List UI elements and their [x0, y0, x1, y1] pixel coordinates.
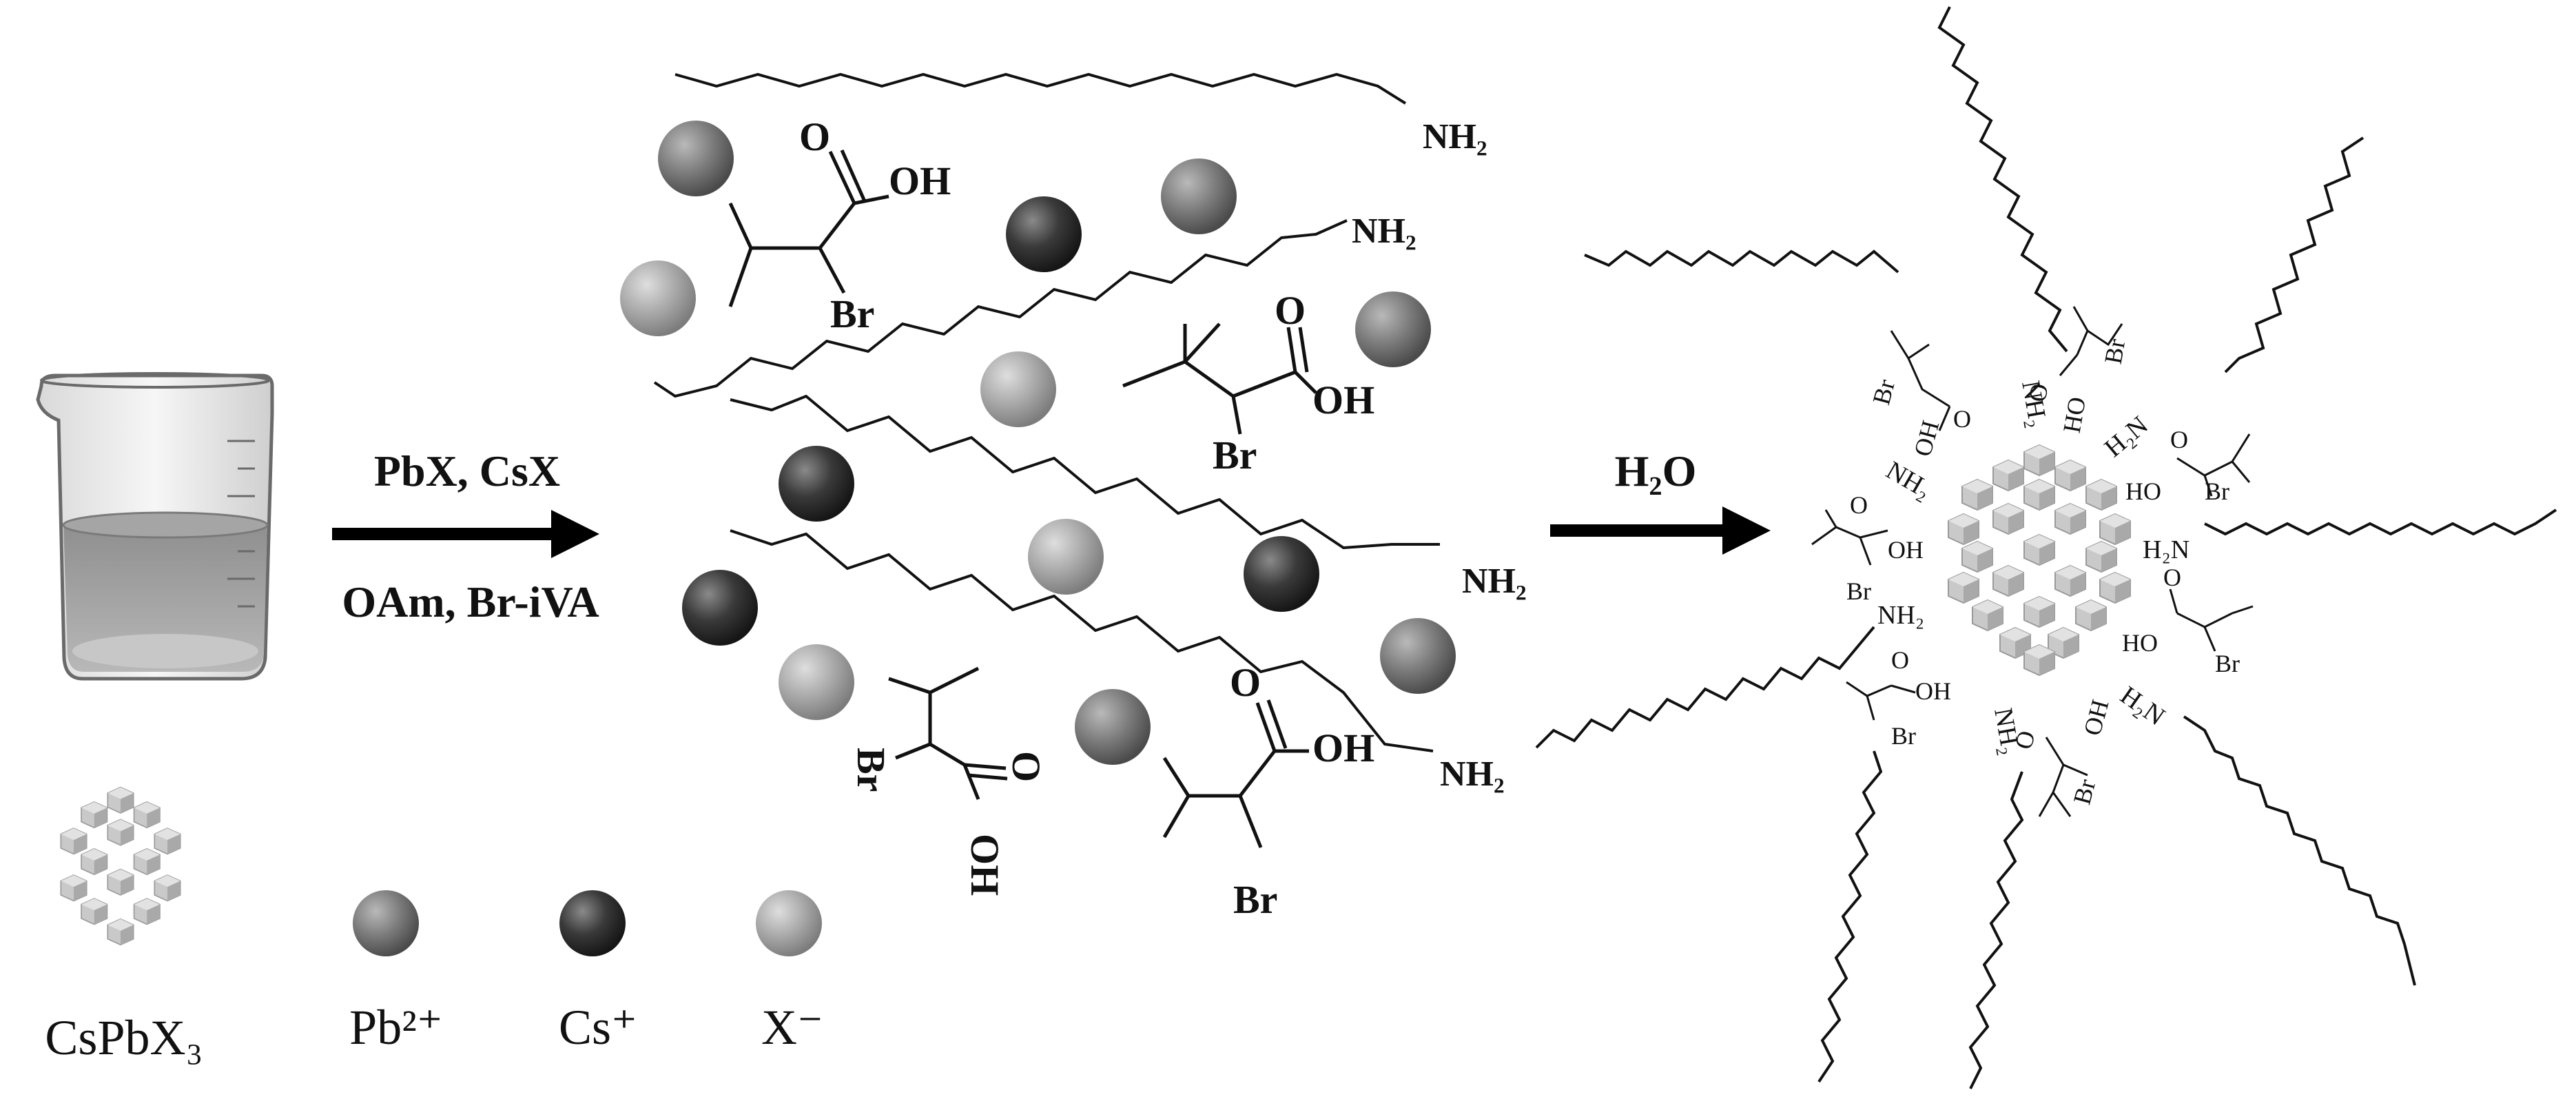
step1-ligands-label: OAm, Br-iVA: [342, 577, 599, 626]
bromine-label: Br: [1891, 722, 1916, 750]
bromine-label: Br: [1846, 577, 1871, 605]
oxygen-label: O: [2023, 382, 2054, 404]
hydroxyl-label: OH: [1908, 418, 1944, 460]
hydroxyl-label: OH: [1888, 536, 1924, 564]
legend-label-pb: Pb²⁺: [349, 1000, 443, 1055]
br-iva-molecule: Br O OH: [1867, 330, 1971, 460]
cs-ion-sphere: [779, 446, 854, 522]
br-iva-molecule: OH O Br: [1846, 646, 1951, 750]
oxygen-label: O: [1891, 646, 1909, 674]
amine-label: NH₂: [1440, 754, 1505, 794]
hydroxyl-label: HO: [2058, 395, 2091, 435]
hydroxyl-label: HO: [2125, 477, 2161, 505]
amine-label: H₂N: [2143, 535, 2189, 564]
br-iva-molecule: O HO Br: [2125, 426, 2251, 505]
pb-ion-sphere: [658, 121, 734, 196]
legend-label-cspbx3: CsPbX₃: [45, 1010, 203, 1065]
ligand-chain: [2204, 509, 2557, 536]
oxygen-label: O: [1850, 491, 1868, 519]
oleylamine-chain: [653, 219, 1348, 398]
hydroxyl-label: OH: [962, 834, 1007, 896]
legend-x-sphere: [756, 890, 822, 956]
bromine-label: Br: [830, 291, 874, 336]
amine-label: NH₂: [1423, 117, 1487, 156]
amine-label: H₂N: [2115, 681, 2170, 731]
bromine-label: Br: [1213, 433, 1257, 477]
oxygen-label: O: [1230, 660, 1261, 705]
legend: CsPbX₃ Pb²⁺ Cs⁺ X⁻: [45, 786, 823, 1065]
amine-label: NH₂: [1877, 601, 1924, 630]
bromine-label: Br: [2205, 477, 2229, 505]
amine-label: NH₂: [1462, 562, 1527, 601]
precursor-mixture: NH₂ NH₂ NH₂ NH₂ O OH Br O OH Br: [620, 72, 1527, 922]
br-iva-molecule: O OH Br: [849, 666, 1049, 896]
ligand-chain: [1817, 750, 1883, 1083]
amine-label: H₂N: [2099, 411, 2154, 463]
amine-label: NH₂: [1352, 212, 1416, 251]
cs-ion-sphere: [1244, 536, 1319, 612]
step2-water-label: H₂O: [1615, 446, 1697, 495]
oxygen-label: O: [1275, 288, 1306, 333]
br-iva-molecule: O OH Br: [1811, 491, 1924, 605]
bromine-label: Br: [2068, 777, 2101, 808]
oleylamine-chain: [730, 394, 1440, 550]
reaction-arrow-1: [332, 510, 599, 558]
ligand-chain: [2183, 715, 2416, 986]
oleylamine-chain: [730, 529, 1434, 752]
oxygen-label: O: [799, 114, 830, 159]
br-iva-molecule: O OH Br: [1162, 660, 1374, 922]
bromine-label: Br: [2099, 337, 2131, 366]
x-ion-sphere: [1028, 519, 1104, 595]
ligand-chain: [2224, 136, 2364, 373]
oxygen-label: O: [1004, 751, 1049, 782]
step1-reagents-label: PbX, CsX: [374, 446, 560, 495]
pb-ion-sphere: [1355, 291, 1431, 367]
legend-item-crystal: [60, 786, 181, 946]
hydroxyl-label: OH: [1915, 677, 1951, 705]
bromine-label: Br: [849, 748, 894, 792]
oxygen-label: O: [1953, 405, 1971, 433]
ligand-chain: [1535, 626, 1875, 749]
cs-ion-sphere: [1006, 196, 1082, 272]
legend-label-cs: Cs⁺: [559, 1000, 637, 1055]
br-iva-molecule: O HO Br: [2122, 564, 2254, 677]
bromine-label: Br: [1233, 877, 1277, 922]
oxygen-label: O: [2170, 426, 2188, 453]
ligand-chain: [1937, 6, 2068, 353]
bromine-label: Br: [2215, 650, 2240, 677]
x-ion-sphere: [620, 260, 696, 336]
hydroxyl-label: HO: [2122, 629, 2158, 657]
br-iva-molecule: O OH Br: [1122, 288, 1374, 477]
bromine-label: Br: [1867, 376, 1900, 407]
reaction-arrow-2: [1550, 506, 1771, 555]
ligand-chain: [1968, 771, 2024, 1089]
oxygen-label: O: [2163, 564, 2181, 591]
br-iva-molecule: O OH Br: [728, 114, 951, 336]
x-ion-sphere: [779, 644, 854, 720]
ligand-chain: [1584, 249, 1899, 274]
pb-ion-sphere: [1161, 158, 1237, 234]
pb-ion-sphere: [1380, 618, 1456, 694]
hydroxyl-label: OH: [889, 158, 951, 203]
pb-ion-sphere: [1075, 689, 1151, 765]
br-iva-molecule: Br O OH: [2010, 697, 2114, 817]
hydroxyl-label: OH: [1312, 726, 1374, 770]
cspbx3-nanocrystal: [1948, 444, 2131, 676]
x-ion-sphere: [980, 351, 1056, 427]
legend-label-x: X⁻: [761, 1000, 823, 1055]
ligand-capped-nanocrystal: NH₂ H₂N NH₂ H₂N NH₂ H₂N NH₂ Br O OH Br O…: [1535, 6, 2557, 1089]
oleylamine-chain: [674, 72, 1407, 105]
hydroxyl-label: OH: [1312, 378, 1374, 422]
cs-ion-sphere: [682, 570, 758, 646]
hydroxyl-label: OH: [2079, 697, 2114, 739]
legend-pb-sphere: [353, 890, 419, 956]
beaker-icon: [36, 372, 274, 681]
amine-label: NH₂: [1882, 455, 1937, 504]
legend-cs-sphere: [559, 890, 626, 956]
